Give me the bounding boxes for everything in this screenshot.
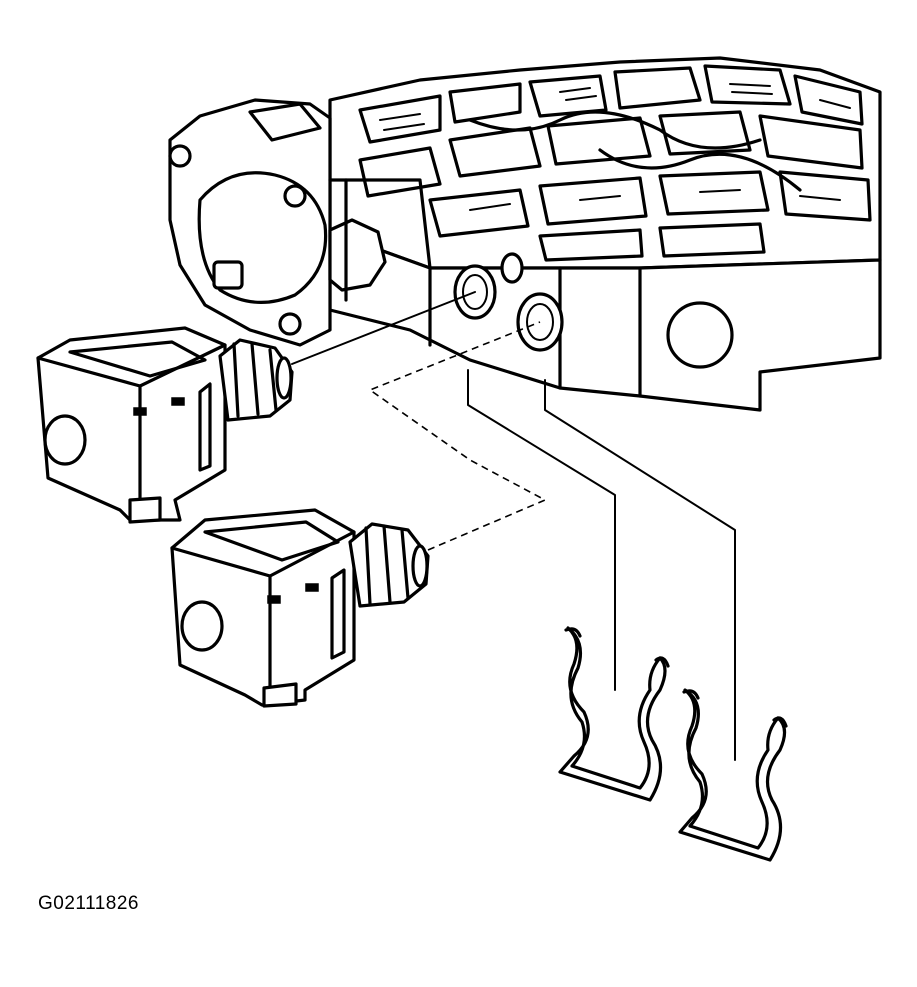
leader-lines bbox=[291, 291, 736, 761]
figure-code: G02111826 bbox=[38, 893, 139, 914]
valve-body bbox=[328, 56, 882, 412]
valve-body-channels bbox=[358, 64, 872, 262]
retaining-clip-right bbox=[678, 688, 788, 862]
retaining-clip-left bbox=[558, 626, 670, 802]
solenoid-upper bbox=[36, 326, 294, 524]
solenoid-lower bbox=[170, 508, 430, 708]
pressure-switch-housing bbox=[168, 98, 432, 347]
